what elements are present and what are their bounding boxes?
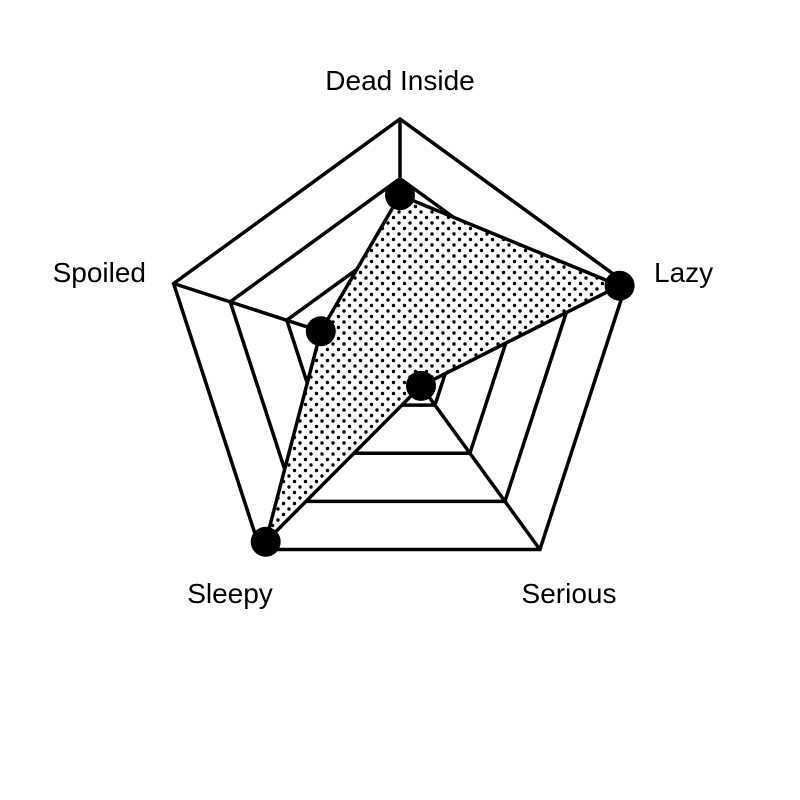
axis-label: Sleepy: [187, 578, 273, 609]
data-area: [262, 193, 624, 548]
axis-label: Serious: [522, 578, 617, 609]
data-point: [604, 270, 635, 301]
data-points: [250, 180, 635, 557]
data-area-layer: [262, 193, 624, 548]
grid-ring-4: [171, 116, 629, 552]
axis-label: Dead Inside: [325, 65, 474, 96]
axis-label: Lazy: [654, 257, 713, 288]
data-point: [385, 180, 415, 211]
data-point: [250, 526, 281, 557]
axis-label: Spoiled: [53, 257, 146, 288]
data-point: [305, 316, 336, 347]
data-point: [406, 370, 436, 401]
